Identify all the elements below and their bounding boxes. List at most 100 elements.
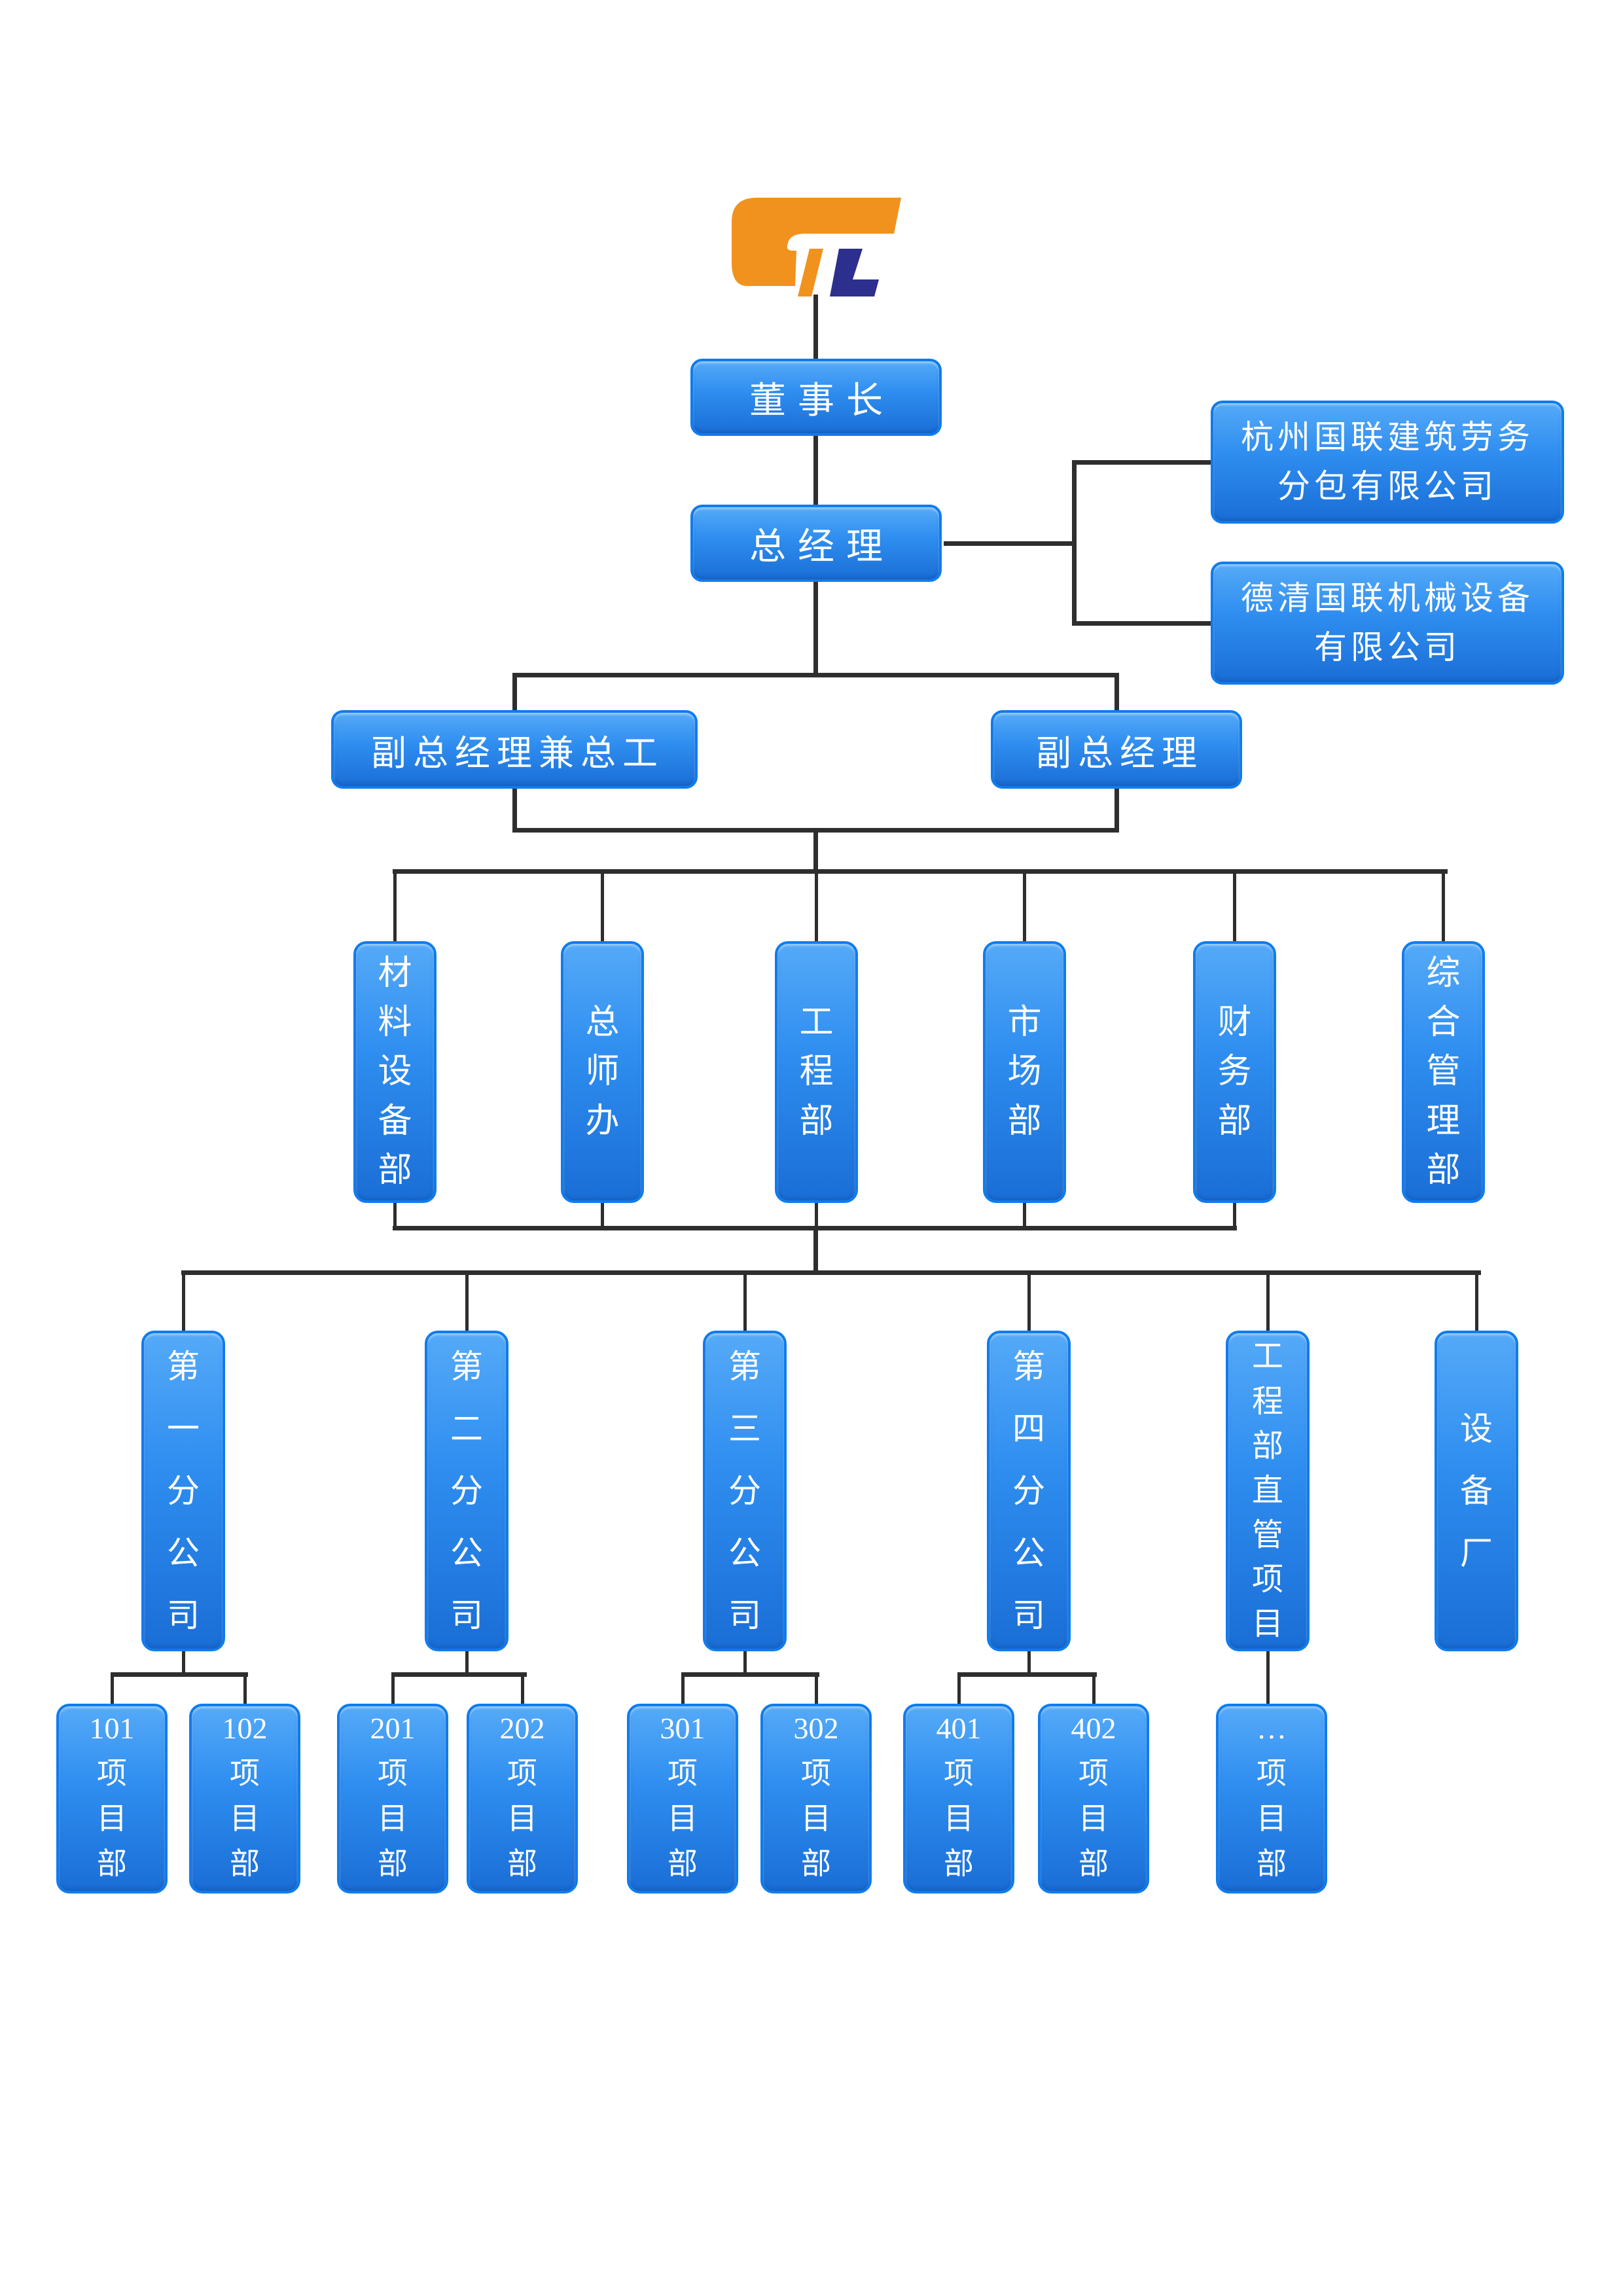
connector-deputy1-down (512, 785, 517, 833)
project-201-suffix: 项目部 (378, 1757, 408, 1880)
org-node-direct-managed-projects: 工程部直管项目 (1226, 1331, 1310, 1651)
connector-affiliates-v (1072, 460, 1077, 626)
connector-sub5-drop (1266, 1270, 1270, 1333)
connector-proj101-drop (111, 1672, 114, 1706)
org-node-branch-2: 第二分公司 (425, 1331, 508, 1651)
project-301-number: 301 (660, 1712, 705, 1745)
dept-5-label: 财务部 (1217, 1003, 1252, 1140)
connector-proj402-drop (1092, 1672, 1096, 1706)
connector-dept4-drop (1023, 869, 1026, 944)
project-402-number: 402 (1071, 1712, 1116, 1745)
org-node-chairman: 董事长 (690, 359, 942, 436)
connector-chairman-gm (813, 436, 818, 506)
connector-sub4-drop (1027, 1270, 1031, 1333)
org-node-project-101: 101 项目部 (56, 1704, 168, 1893)
company-logo (732, 198, 901, 296)
subsidiary-6-label: 设备厂 (1460, 1410, 1493, 1571)
connector-proj301-drop (681, 1672, 685, 1706)
dept-2-label: 总师办 (585, 1003, 620, 1140)
project-202-suffix: 项目部 (507, 1757, 537, 1880)
org-node-project-402: 402 项目部 (1038, 1704, 1149, 1893)
org-node-project-302: 302 项目部 (760, 1704, 872, 1893)
connector-proj201-drop (391, 1672, 395, 1706)
connector-sub2-stub (465, 1649, 469, 1675)
connector-proj302-drop (815, 1672, 818, 1706)
org-node-branch-4: 第四分公司 (987, 1331, 1071, 1651)
dept-6-label: 综合管理部 (1426, 954, 1461, 1190)
logo-slash-icon (798, 249, 823, 296)
connector-deputy1-drop (512, 673, 517, 712)
org-node-project-201: 201 项目部 (337, 1704, 448, 1893)
project-more-number: … (1257, 1712, 1287, 1745)
connector-affiliate2-stub (1072, 621, 1211, 626)
org-node-project-401: 401 项目部 (903, 1704, 1014, 1893)
connector-proj202-drop (521, 1672, 524, 1706)
org-node-project-301: 301 项目部 (627, 1704, 738, 1893)
connector-deputy-top-bus (512, 673, 1119, 677)
connector-sub1-stub (182, 1649, 185, 1675)
project-201-number: 201 (370, 1712, 416, 1745)
general-manager-label: 总经理 (749, 526, 895, 567)
connector-trunk-2 (813, 1226, 818, 1275)
connector-tbar-1 (111, 1672, 248, 1677)
org-node-branch-3: 第三分公司 (703, 1331, 787, 1651)
connector-gm-affiliates-h (944, 541, 1075, 546)
dept-1-label: 材料设备部 (378, 954, 412, 1190)
org-node-affiliate-hangzhou-guolian: 杭州国联建筑劳务分包有限公司 (1211, 401, 1564, 524)
dept-4-label: 市场部 (1007, 1003, 1042, 1140)
subsidiary-3-label: 第三分公司 (728, 1348, 761, 1634)
dept-3-label: 工程部 (799, 1003, 834, 1140)
org-node-project-202: 202 项目部 (467, 1704, 578, 1893)
connector-deputy2-drop (1115, 673, 1119, 712)
project-302-number: 302 (793, 1712, 839, 1745)
connector-dept1-down (393, 1201, 397, 1230)
subsidiary-1-label: 第一分公司 (167, 1348, 200, 1634)
connector-proj102-drop (243, 1672, 247, 1706)
connector-affiliate1-stub (1072, 460, 1211, 465)
connector-dept-bus (393, 869, 1448, 874)
deputy-1-label: 副总经理兼总工 (371, 733, 664, 773)
project-101-number: 101 (89, 1712, 135, 1745)
connector-tbar-3 (681, 1672, 819, 1677)
org-node-dept-chief-engineer-office: 总师办 (561, 941, 644, 1203)
org-node-dept-general-management: 综合管理部 (1402, 941, 1485, 1203)
connector-dept2-drop (601, 869, 604, 944)
connector-dept4-down (1023, 1201, 1026, 1230)
project-401-suffix: 项目部 (944, 1757, 974, 1880)
subsidiary-2-label: 第二分公司 (450, 1348, 483, 1634)
org-node-dept-finance: 财务部 (1193, 941, 1276, 1203)
connector-logo-chairman (813, 295, 818, 360)
connector-deputy2-down (1115, 785, 1119, 833)
connector-sub3-drop (743, 1270, 747, 1333)
connector-proj401-drop (957, 1672, 961, 1706)
connector-sub2-drop (465, 1270, 469, 1333)
project-302-suffix: 项目部 (801, 1757, 831, 1880)
connector-dept1-drop (393, 869, 397, 944)
project-402-suffix: 项目部 (1079, 1757, 1109, 1880)
connector-sub1-drop (182, 1270, 185, 1333)
project-more-suffix: 项目部 (1257, 1757, 1287, 1880)
org-node-project-more: … 项目部 (1216, 1704, 1327, 1893)
connector-gm-down (813, 582, 818, 677)
subsidiary-4-label: 第四分公司 (1012, 1348, 1045, 1634)
project-301-suffix: 项目部 (668, 1757, 698, 1880)
logo-g-icon (732, 198, 901, 286)
connector-sub6-drop (1475, 1270, 1478, 1333)
connector-proj-more-drop (1266, 1649, 1270, 1706)
deputy-2-label: 副总经理 (1036, 733, 1204, 773)
connector-sub3-stub (743, 1649, 747, 1675)
affiliate-2-label: 德清国联机械设备有限公司 (1241, 580, 1534, 666)
project-202-number: 202 (499, 1712, 545, 1745)
connector-dept3-drop (815, 869, 818, 944)
connector-dept6-drop (1442, 869, 1445, 944)
org-node-dept-materials-equipment: 材料设备部 (353, 941, 437, 1203)
org-node-general-manager: 总经理 (690, 505, 942, 582)
org-node-dept-market: 市场部 (983, 941, 1066, 1203)
org-node-branch-1: 第一分公司 (141, 1331, 225, 1651)
org-node-affiliate-deqing-guolian: 德清国联机械设备有限公司 (1211, 562, 1564, 685)
connector-subsidiary-bus (181, 1270, 1481, 1275)
connector-dept2-down (601, 1201, 604, 1230)
connector-tbar-4 (957, 1672, 1097, 1677)
chairman-label: 董事长 (749, 380, 895, 422)
